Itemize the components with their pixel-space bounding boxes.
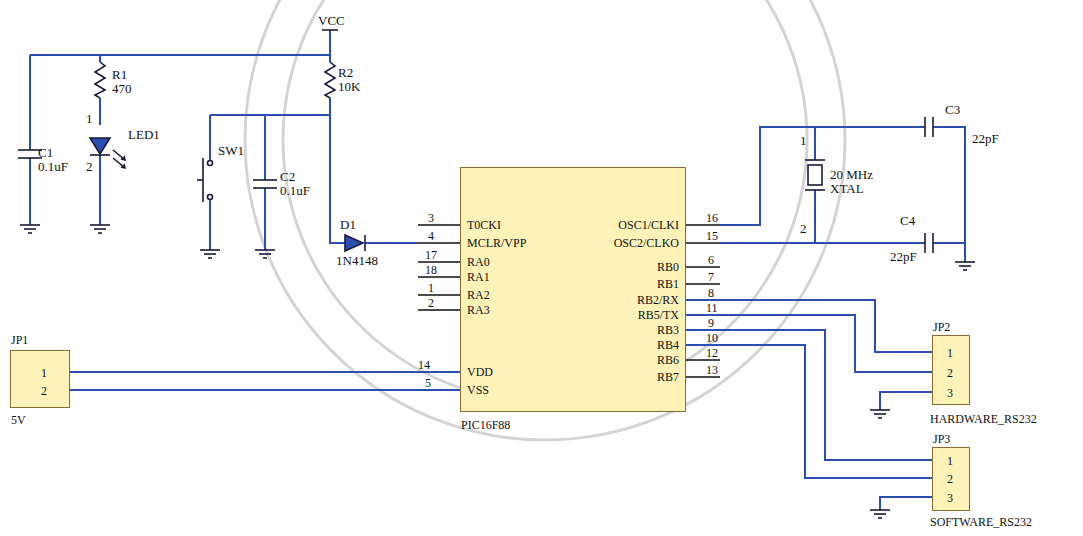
pin-number: 13 (706, 363, 718, 377)
ic-chip: T0CKI MCLR/VPP RA0RA1RA2RA3VDD VSS OSC1/CLKI… (460, 167, 686, 412)
node-text: RA0 (467, 255, 490, 269)
part-label: 1 (800, 134, 807, 148)
resistor-symbol (325, 62, 335, 98)
node-text: 3 (947, 491, 953, 505)
wire-connector (686, 345, 932, 478)
node-text: RB1 (657, 277, 679, 291)
pin-number: 17 (425, 248, 437, 262)
part-label: 0.1uF (280, 184, 310, 198)
node-text: T0CKI (467, 218, 501, 232)
connector-jp3: JP3123SOFTWARE_RS232 (932, 447, 970, 511)
node-text: RA2 (467, 288, 490, 302)
node-text: RB6 (657, 353, 679, 367)
node-text: RB0 (657, 260, 679, 274)
pin-number: 12 (706, 346, 718, 360)
part-label: 1 (86, 112, 93, 126)
node-text: OSC2/CLKO (614, 236, 679, 250)
part-label: C1 (38, 146, 53, 160)
part-label: 20 MHz (830, 168, 873, 182)
wire-connector (70, 371, 460, 373)
node-text: RB4 (657, 338, 679, 352)
crystal-symbol (805, 160, 825, 190)
wire-connector (686, 315, 932, 372)
part-label: R1 (112, 68, 127, 82)
pin-number: 14 (418, 358, 430, 372)
node-text: 1 (41, 366, 47, 380)
node-text: 5V (11, 413, 26, 427)
pin-number: 2 (428, 296, 434, 310)
wire-connector (686, 330, 932, 460)
pin-number: 16 (706, 211, 718, 225)
part-label: C3 (945, 103, 960, 117)
connector-jp2: JP2123HARDWARE_RS232 (932, 335, 970, 405)
pin-number: 18 (425, 263, 437, 277)
pin-number: 9 (708, 316, 714, 330)
part-label: SW1 (218, 144, 244, 158)
node-text: RB3 (657, 323, 679, 337)
switch-symbol (197, 158, 213, 202)
capacitor-symbol (925, 233, 933, 253)
node-text: 2 (41, 384, 47, 398)
node-text: JP3 (933, 432, 950, 446)
part-label: 2 (800, 222, 807, 236)
resistor-symbol (95, 62, 105, 98)
node-text: 1 (947, 346, 953, 360)
node-text: JP2 (933, 320, 950, 334)
node-text: MCLR/VPP (467, 236, 526, 250)
part-label: 470 (112, 82, 132, 96)
node-text: 2 (947, 472, 953, 486)
node-text: OSC1/CLKI (618, 218, 679, 232)
part-label: R2 (338, 66, 353, 80)
capacitor-symbol (253, 180, 277, 188)
part-label: C4 (900, 214, 915, 228)
pin-number: 11 (706, 301, 718, 315)
pin-number: 3 (428, 211, 434, 225)
pin-number: 1 (428, 281, 434, 295)
diode-symbol (345, 235, 365, 251)
part-label: C2 (280, 170, 295, 184)
part-label: D1 (340, 218, 356, 232)
part-label: LED1 (128, 128, 160, 142)
node-text: RB2/RX (637, 293, 679, 307)
pin-number: 7 (708, 270, 714, 284)
part-label: XTAL (830, 182, 864, 196)
part-label: VCC (318, 14, 345, 28)
part-label: 1N4148 (336, 254, 378, 268)
node-text: SOFTWARE_RS232 (930, 515, 1032, 529)
pin-number: 15 (706, 229, 718, 243)
components (18, 30, 975, 518)
pin-number: 10 (706, 331, 718, 345)
node-text: VSS (467, 383, 489, 397)
node-text: 2 (947, 366, 953, 380)
part-label: 22pF (972, 132, 999, 146)
node-text: RB7 (657, 370, 679, 384)
node-text: VDD (467, 365, 493, 379)
wire-connector (70, 389, 460, 391)
node-text: JP1 (11, 333, 28, 347)
wires (30, 30, 965, 510)
node-text: RA3 (467, 303, 490, 317)
watermark-seal (245, 0, 845, 440)
led-symbol (90, 138, 125, 168)
connector-jp1: JP1125V (10, 350, 70, 408)
node-text: PIC16F88 (461, 418, 510, 432)
node-text: HARDWARE_RS232 (930, 412, 1037, 426)
part-label: 0.1uF (38, 160, 68, 174)
node-text: RA1 (467, 270, 490, 284)
part-label: 22pF (890, 250, 917, 264)
pin-number: 4 (428, 229, 434, 243)
pin-number: 5 (425, 376, 431, 390)
node-text: 3 (947, 386, 953, 400)
part-label: 10K (338, 80, 360, 94)
pin-number: 6 (708, 253, 714, 267)
pin-number: 8 (708, 286, 714, 300)
node-text: RB5/TX (638, 308, 679, 322)
node-text: 1 (947, 454, 953, 468)
capacitor-symbol (925, 117, 933, 137)
part-label: 2 (86, 160, 93, 174)
vcc-bar (322, 29, 338, 31)
